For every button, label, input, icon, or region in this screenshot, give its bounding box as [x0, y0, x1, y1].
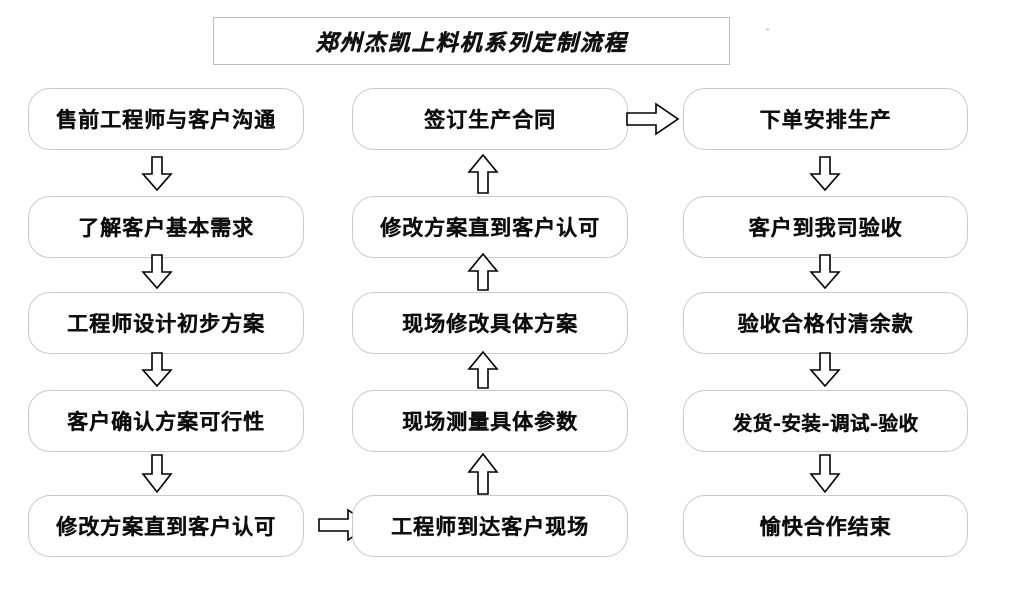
node-label: 修改方案直到客户认可: [380, 215, 600, 240]
arrow-down-icon: [808, 156, 842, 192]
node-label: 签订生产合同: [424, 107, 556, 132]
node-col3-2[interactable]: 客户到我司验收: [683, 196, 968, 258]
node-label: 现场修改具体方案: [402, 311, 578, 336]
diagram-title-box: 郑州杰凯上料机系列定制流程: [213, 17, 730, 65]
arrow-down-icon: [808, 454, 842, 494]
arrow-down-icon: [140, 352, 174, 388]
arrow-up-icon: [466, 350, 500, 390]
node-col1-3[interactable]: 工程师设计初步方案: [28, 292, 304, 354]
node-col1-4[interactable]: 客户确认方案可行性: [28, 390, 304, 452]
arrow-down-icon: [808, 254, 842, 290]
arrow-up-icon: [466, 153, 500, 195]
dust-speck: [766, 28, 769, 31]
node-col3-4[interactable]: 发货-安装-调试-验收: [683, 390, 968, 452]
node-label: 客户到我司验收: [748, 215, 903, 240]
node-label: 下单安排生产: [759, 107, 892, 132]
node-col2-2[interactable]: 修改方案直到客户认可: [352, 196, 628, 258]
node-label: 愉快合作结束: [759, 514, 892, 539]
node-col1-2[interactable]: 了解客户基本需求: [28, 196, 304, 258]
node-col1-5[interactable]: 修改方案直到客户认可: [28, 495, 304, 557]
arrow-down-icon: [808, 352, 842, 388]
node-col3-1[interactable]: 下单安排生产: [683, 88, 968, 150]
arrow-up-icon: [466, 452, 500, 496]
node-label: 现场测量具体参数: [402, 409, 578, 434]
node-col3-3[interactable]: 验收合格付清余款: [683, 292, 968, 354]
node-label: 修改方案直到客户认可: [56, 514, 276, 539]
node-col3-5[interactable]: 愉快合作结束: [683, 495, 968, 557]
node-label: 工程师到达客户现场: [391, 514, 589, 539]
arrow-down-icon: [140, 156, 174, 192]
arrow-down-icon: [140, 254, 174, 290]
arrow-right-icon: [626, 102, 680, 136]
node-col2-3[interactable]: 现场修改具体方案: [352, 292, 628, 354]
node-label: 发货-安装-调试-验收: [732, 411, 919, 435]
node-label: 工程师设计初步方案: [67, 311, 265, 336]
node-label: 验收合格付清余款: [737, 311, 914, 336]
page-title: 郑州杰凯上料机系列定制流程: [315, 30, 628, 56]
arrow-up-icon: [466, 252, 500, 292]
node-col1-1[interactable]: 售前工程师与客户沟通: [28, 88, 304, 150]
node-label: 了解客户基本需求: [78, 215, 254, 240]
node-col2-4[interactable]: 现场测量具体参数: [352, 390, 628, 452]
node-col2-5[interactable]: 工程师到达客户现场: [352, 495, 628, 557]
arrow-down-icon: [140, 454, 174, 494]
node-col2-1[interactable]: 签订生产合同: [352, 88, 628, 150]
node-label: 售前工程师与客户沟通: [56, 107, 276, 132]
node-label: 客户确认方案可行性: [67, 409, 265, 434]
